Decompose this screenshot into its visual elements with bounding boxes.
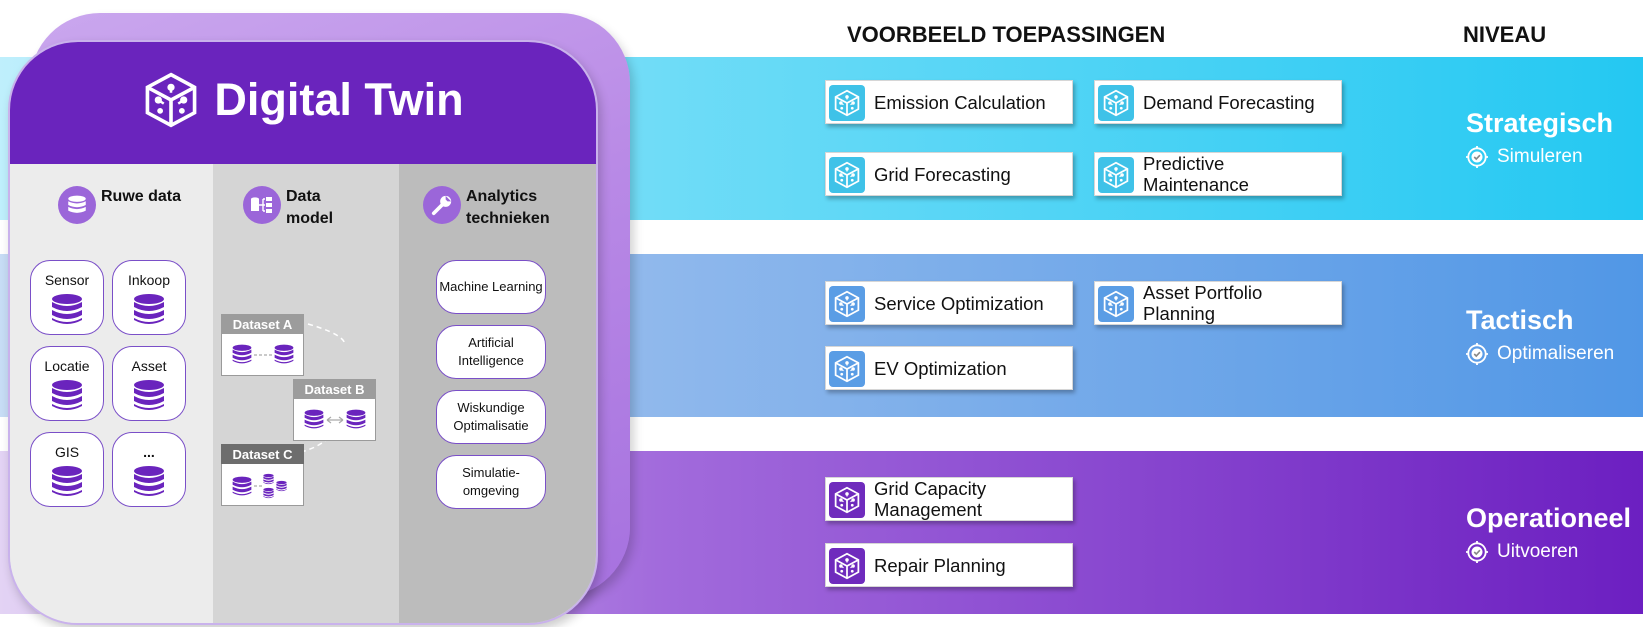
- target-icon: [1466, 343, 1488, 365]
- raw-data-column: Ruwe data Sensor Inkoop Locatie Asset GI…: [10, 164, 213, 623]
- level-subtitle: Uitvoeren: [1497, 541, 1579, 562]
- dataset-b: Dataset B: [293, 379, 376, 441]
- database-icon: [51, 378, 83, 412]
- source-tile-asset: Asset: [112, 346, 186, 421]
- raw-data-label: Ruwe data: [101, 188, 182, 205]
- level-subtitle: Simuleren: [1497, 146, 1583, 167]
- app-card-grid-capacity-management[interactable]: Grid Capacity Management: [825, 477, 1073, 521]
- dataset-a: Dataset A: [221, 314, 304, 376]
- level-operational: Operationeel Uitvoeren: [1466, 503, 1631, 563]
- database-pair-icon: [232, 343, 294, 367]
- cube-icon: [829, 85, 865, 121]
- app-card-asset-portfolio-planning[interactable]: Asset Portfolio Planning: [1094, 281, 1342, 325]
- dataset-c: Dataset C: [221, 444, 304, 506]
- source-label: Asset: [131, 358, 167, 374]
- cube-icon: [829, 482, 865, 518]
- app-card-ev-optimization[interactable]: EV Optimization: [825, 346, 1073, 390]
- database-icon: [133, 464, 165, 498]
- dataset-title: Dataset B: [293, 379, 376, 399]
- data-model-icon: [243, 186, 281, 224]
- target-icon: [1466, 146, 1488, 168]
- database-icon: [51, 464, 83, 498]
- cube-icon: [829, 351, 865, 387]
- database-icon: [58, 186, 96, 224]
- app-card-emission-calculation[interactable]: Emission Calculation: [825, 80, 1073, 124]
- digital-twin-cube-icon: [142, 71, 200, 129]
- source-label: GIS: [54, 444, 80, 460]
- source-tile-sensor: Sensor: [30, 260, 104, 335]
- analytics-column: Analytics technieken Machine Learning Ar…: [399, 164, 596, 623]
- analytics-heading: Analytics technieken: [423, 186, 576, 230]
- data-model-heading: Data model: [243, 186, 366, 230]
- level-tactical: Tactisch Optimaliseren: [1466, 305, 1614, 365]
- cube-icon: [829, 286, 865, 322]
- source-label: Sensor: [44, 272, 90, 288]
- cube-icon: [829, 157, 865, 193]
- app-card-predictive-maintenance[interactable]: Predictive Maintenance: [1094, 152, 1342, 196]
- level-subtitle-row: Uitvoeren: [1466, 541, 1631, 563]
- dataset-connectors: [300, 323, 346, 453]
- dataset-title: Dataset A: [221, 314, 304, 334]
- app-label: Grid Forecasting: [874, 163, 1011, 185]
- app-card-service-optimization[interactable]: Service Optimization: [825, 281, 1073, 325]
- data-model-label: Data model: [286, 188, 334, 227]
- database-icon: [133, 292, 165, 326]
- app-label: Grid Capacity Management: [874, 478, 987, 520]
- cube-icon: [1098, 157, 1134, 193]
- database-icon: [51, 292, 83, 326]
- app-label: Service Optimization: [874, 292, 1044, 314]
- app-label: Demand Forecasting: [1143, 91, 1315, 113]
- digital-twin-panel: Digital Twin Ruwe data Sensor Inkoop Loc…: [8, 40, 598, 625]
- wrench-icon: [423, 186, 461, 224]
- technique-machine-learning: Machine Learning: [436, 260, 546, 314]
- level-title: Operationeel: [1466, 503, 1632, 533]
- database-exchange-icon: [304, 408, 366, 432]
- app-label: Asset Portfolio Planning: [1143, 282, 1263, 324]
- cube-icon: [829, 548, 865, 584]
- database-icon: [133, 378, 165, 412]
- technique-simulation: Simulatie-omgeving: [436, 455, 546, 509]
- app-card-grid-forecasting[interactable]: Grid Forecasting: [825, 152, 1073, 196]
- data-model-column: Data model Dataset A Dataset B Dataset C: [213, 164, 399, 623]
- applications-header: VOORBEELD TOEPASSINGEN: [847, 22, 1166, 47]
- app-label: Repair Planning: [874, 554, 1006, 576]
- source-label: Locatie: [44, 358, 90, 374]
- raw-data-heading: Ruwe data: [58, 186, 181, 224]
- source-tile-gis: GIS: [30, 432, 104, 507]
- source-tile-locatie: Locatie: [30, 346, 104, 421]
- digital-twin-title: Digital Twin: [214, 74, 464, 125]
- app-label: Emission Calculation: [874, 91, 1046, 113]
- app-label: EV Optimization: [874, 357, 1007, 379]
- database-split-icon: [232, 473, 294, 499]
- target-icon: [1466, 541, 1488, 563]
- app-label: Predictive Maintenance: [1143, 153, 1249, 195]
- level-subtitle-row: Optimaliseren: [1466, 343, 1614, 365]
- cube-icon: [1098, 286, 1134, 322]
- source-label: ...: [143, 444, 155, 460]
- analytics-label: Analytics technieken: [466, 188, 550, 227]
- technique-artificial-intelligence: Artificial Intelligence: [436, 325, 546, 379]
- app-card-demand-forecasting[interactable]: Demand Forecasting: [1094, 80, 1342, 124]
- level-subtitle: Optimaliseren: [1497, 343, 1615, 364]
- technique-optimization: Wiskundige Optimalisatie: [436, 390, 546, 444]
- level-header: NIVEAU: [1463, 22, 1547, 47]
- app-card-repair-planning[interactable]: Repair Planning: [825, 543, 1073, 587]
- level-title: Strategisch: [1466, 108, 1614, 138]
- cube-icon: [1098, 85, 1134, 121]
- level-title: Tactisch: [1466, 305, 1574, 335]
- level-subtitle-row: Simuleren: [1466, 146, 1613, 168]
- dataset-title: Dataset C: [221, 444, 304, 464]
- source-label: Inkoop: [127, 272, 171, 288]
- source-tile-more: ...: [112, 432, 186, 507]
- source-tile-inkoop: Inkoop: [112, 260, 186, 335]
- digital-twin-header: Digital Twin: [10, 42, 596, 164]
- level-strategic: Strategisch Simuleren: [1466, 108, 1613, 168]
